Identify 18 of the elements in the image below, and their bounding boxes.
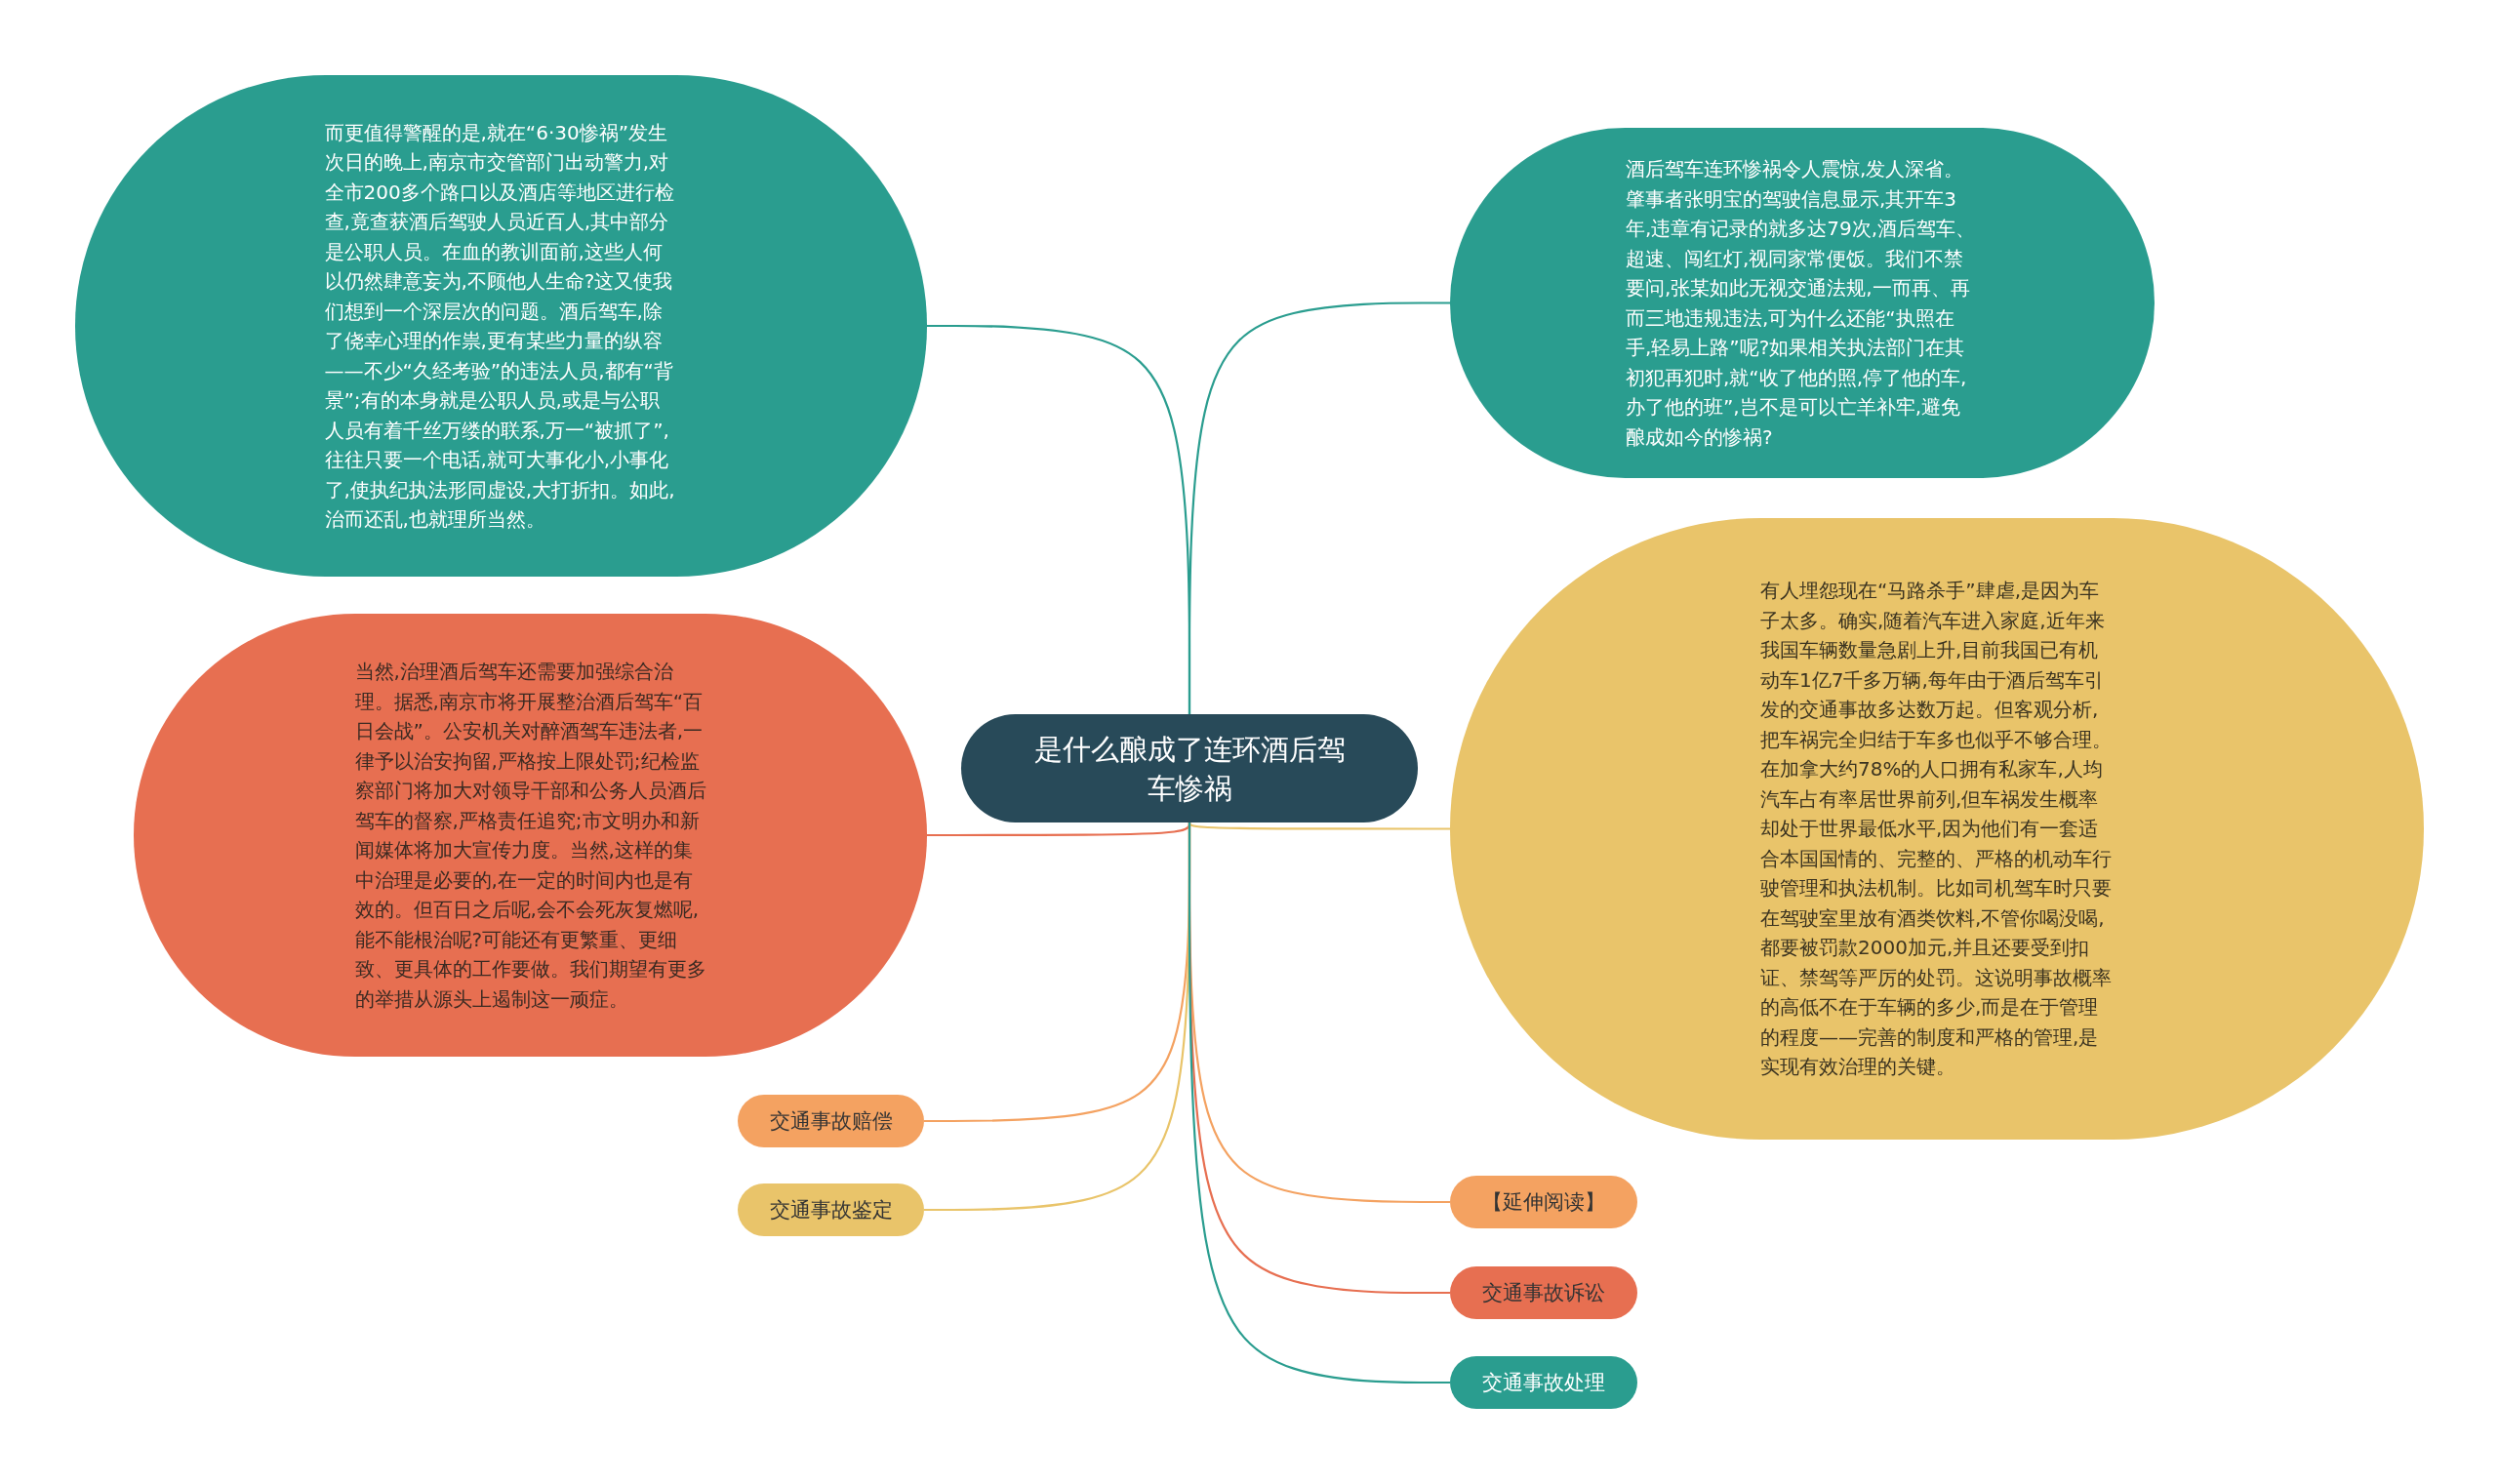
topic-pill xyxy=(1450,1176,1637,1228)
topic-label: 交通事故诉讼 xyxy=(1481,1280,1606,1306)
connector-line xyxy=(1188,301,1450,714)
topic-label: 交通事故赔偿 xyxy=(768,1108,894,1135)
paragraph-text: 而更值得警醒的是,就在“6·30惨祸”发生次日的晚上,南京市交管部门出动警力,对全市200多个路口以及酒店等地区进行检查,竟查获酒后驾驶人员近百人,其中部分是公职人员。在血的教训面前,这些人何以仍然肆意妄为,不顾他人生命?这又使我们想到一个深层次的问题。酒后驾车,除了侥幸心理的作祟,更有某些力量的纵容——不少“久经考验”的违法人员,都有“背景”;有的本身就是公职人员,或是与公职人员有着千丝万缕的联系,万一“被抓了”,往往只要一个电话,就可大事化小,小事化了,使执纪执法形同虚设,大打折扣。如此,治而还乱,也就理所当然。 xyxy=(324,119,676,533)
paragraph-text: 当然,治理酒后驾车还需要加强综合治理。据悉,南京市将开展整治酒后驾车“百日会战”。公安机关对醉酒驾车违法者,一律予以治安拘留,严格按上限处罚;纪检监察部门将加大对领导干部和公务人员酒后驾车的督察,严格责任追究;市文明办和新闻媒体将加大宣传力度。当然,这样的集中治理是必要的,在一定的时间内也是有效的。但百日之后呢,会不会死灰复燃呢,能不能根治呢?可能还有更繁重、更细致、更具体的工作要做。我们期望有更多的举措从源头上遏制这一顽症。 xyxy=(354,659,706,1013)
topic-label: 交通事故处理 xyxy=(1481,1370,1606,1396)
topic-label: 交通事故鉴定 xyxy=(768,1197,894,1223)
paragraph-text: 酒后驾车连环惨祸令人震惊,发人深省。肇事者张明宝的驾驶信息显示,其开车3年,违章有记录的就多达79次,酒后驾车、超速、闯红灯,视同家常便饭。我们不禁要问,张某如此无视交通法规,一而再、再而三地违规违法,可为什么还能“执照在手,轻易上路”呢?如果相关执法部门在其初犯再犯时,就“收了他的照,停了他的车,办了他的班”,岂不是可以亡羊补牢,避免酿成如今的惨祸? xyxy=(1626,156,1977,451)
topic-pill xyxy=(738,1183,924,1236)
topic-title: 是什么酿成了连环酒后驾车惨祸 xyxy=(1032,731,1347,807)
connector-line xyxy=(1188,822,1450,1384)
topic-label: 【延伸阅读】 xyxy=(1481,1189,1606,1216)
paragraph-text: 有人埋怨现在“马路杀手”肆虐,是因为车子太多。确实,随着汽车进入家庭,近年来我国车辆数量急剧上升,目前我国已有机动车1亿7千多万辆,每年由于酒后驾车引发的交通事故多达数万起。但客观分析,把车祸完全归结于车多也似乎不够合理。在加拿大约78%的人口拥有私家车,人均汽车占有率居世界前列,但车祸发生概率却处于世界最低水平,因为他们有一套适合本国国情的、完整的、严格的机动车行驶管理和执法机制。比如司机驾车时只要在驾驶室里放有酒类饮料,不管你喝没喝,都要被罚款2000加元,并且还要受到扣证、禁驾等严厉的处罚。这说明事故概率的高低不在于车辆的多少,而是在于管理的程度——完善的制度和严格的管理,是实现有效治理的关键。 xyxy=(1760,578,2113,1080)
topic-pill xyxy=(738,1095,924,1147)
topic-pill xyxy=(1450,1356,1637,1409)
connector-line xyxy=(1188,822,1450,830)
topic-pill xyxy=(1450,1266,1637,1319)
